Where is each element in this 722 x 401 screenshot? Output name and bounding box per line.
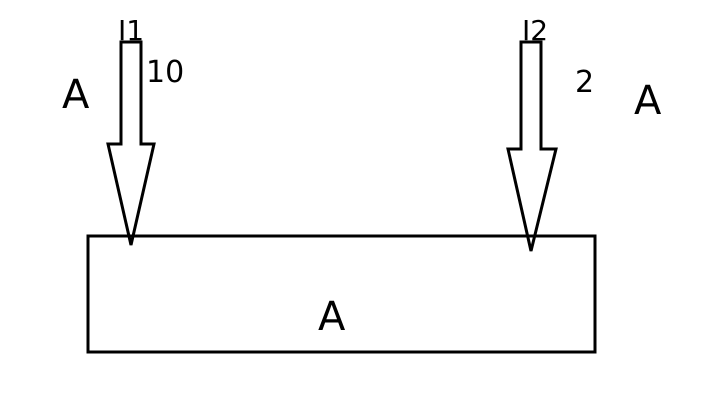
arrow-i1-value: 10	[146, 55, 184, 90]
arrow-i1-top-label: I1	[118, 14, 144, 47]
arrow-i2-icon	[506, 40, 558, 252]
block-rectangle	[86, 234, 597, 354]
arrow-i1-icon	[106, 40, 156, 246]
arrow-i2-side-label: A	[634, 78, 662, 124]
arrow-i2-value: 2	[575, 65, 594, 100]
arrow-i1-side-label: A	[62, 72, 90, 118]
arrow-i2-top-label: I2	[522, 14, 548, 47]
block-label: A	[318, 294, 346, 340]
